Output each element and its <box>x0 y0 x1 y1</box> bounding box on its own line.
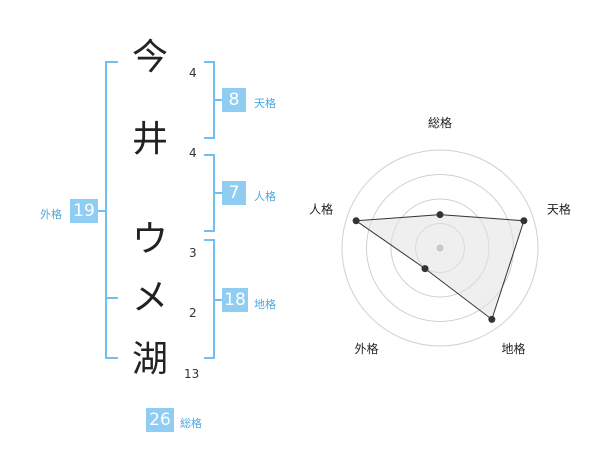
jinkaku-label: 人格 <box>254 190 276 203</box>
radar-point-1 <box>436 211 444 219</box>
gaikaku-label: 外格 <box>40 208 62 221</box>
name-char-1: 今 <box>131 37 168 78</box>
jinkaku-bracket <box>204 154 215 232</box>
tenkaku-value: 8 <box>222 88 246 112</box>
gaikaku-value: 19 <box>70 199 98 223</box>
chikaku-label: 地格 <box>254 298 276 311</box>
name-char-3: ウ <box>131 219 168 260</box>
tenkaku-bracket <box>204 61 215 139</box>
gaikaku-bracket <box>105 61 118 359</box>
stroke-count-1: 4 <box>189 66 197 80</box>
radar-axis-label-5: 人格 <box>309 201 333 216</box>
stroke-count-2: 4 <box>189 146 197 160</box>
stroke-count-3: 3 <box>189 246 197 260</box>
radar-axis-label-2: 天格 <box>547 201 571 216</box>
radar-point-2 <box>520 217 528 225</box>
radar-axis-label-3: 地格 <box>501 341 525 356</box>
radar-axis-label-4: 外格 <box>355 341 379 356</box>
radar-ring-4 <box>341 149 539 347</box>
name-char-2: 井 <box>131 119 168 160</box>
stroke-count-4: 2 <box>189 306 197 320</box>
chikaku-bracket <box>204 239 215 359</box>
tenkaku-label: 天格 <box>254 97 276 110</box>
soukaku-label: 総格 <box>180 417 202 430</box>
radar-point-3 <box>488 315 496 323</box>
radar-point-4 <box>421 265 429 273</box>
stroke-count-5: 13 <box>184 367 200 381</box>
radar-polygon <box>354 214 525 321</box>
soukaku-value: 26 <box>146 408 174 432</box>
jinkaku-value: 7 <box>222 181 246 205</box>
radar-axis-label-1: 総格 <box>428 115 452 130</box>
radar-point-5 <box>352 217 360 225</box>
chikaku-value: 18 <box>222 288 248 312</box>
radar-center-dot <box>436 244 444 252</box>
name-char-4: メ <box>131 277 168 318</box>
name-char-5: 湖 <box>131 339 168 380</box>
